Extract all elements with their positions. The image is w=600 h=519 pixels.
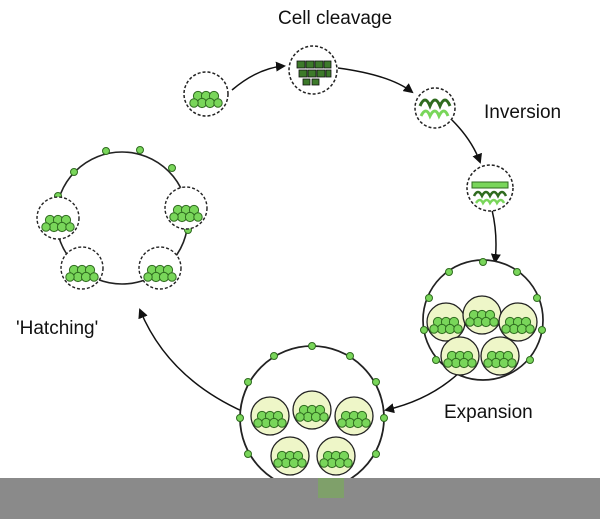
stage-gonidium [183,71,229,117]
juvenile-colony [60,246,104,290]
juvenile-colony [138,246,182,290]
juvenile-colony [36,196,80,240]
stage-inverted-embryo [466,164,514,212]
stage-expansion [420,258,546,381]
label-expansion: Expansion [444,402,533,423]
label-inversion: Inversion [484,102,562,123]
arrow-to-inversion [337,67,414,94]
arrow-to-hatching [138,308,245,413]
arrow-to-expansion [490,209,501,264]
cycle-arrows [138,61,501,414]
stage-hatching [36,146,208,290]
stage-cell-cleavage [288,45,338,95]
arrow-to-cleavage [231,61,286,91]
footer-patch [318,478,344,498]
label-cell-cleavage: Cell cleavage [278,8,393,29]
arrow-to-adult [384,371,461,414]
footer-bar [0,478,600,519]
juvenile-colony [164,186,208,230]
arrow-to-inversion-stage-2 [451,119,482,164]
stage-adult-spheroid [236,342,388,491]
stage-inversion [414,87,456,129]
label-hatching: 'Hatching' [16,318,99,339]
